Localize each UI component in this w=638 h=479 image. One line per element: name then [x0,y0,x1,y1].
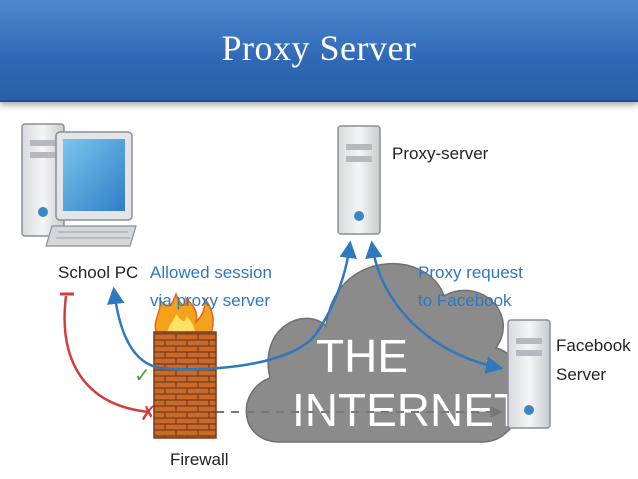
school-pc-label: School PC [58,263,138,282]
proxy-server-label: Proxy-server [392,144,489,163]
internet-label-line2: INTERNET [292,384,522,436]
firewall-label: Firewall [170,450,229,469]
allowed-session-label-line2: via proxy server [150,291,270,310]
proxy-server-icon [337,125,381,235]
facebook-server-label-line2: Server [556,365,606,384]
facebook-server-icon [507,319,551,429]
page-title: Proxy Server [221,28,417,68]
firewall-icon [153,291,217,439]
facebook-server-label-line1: Facebook [556,336,631,355]
proxy-request-label-line1: Proxy request [418,263,523,282]
title-bar: Proxy Server [0,0,638,102]
blocked-attempt-arrow [63,295,151,414]
proxy-request-arrow [365,240,504,374]
allowed-session-arrow [106,240,357,371]
school-pc-icon [21,123,137,247]
proxy-request-label-line2: to Facebook [418,291,512,310]
allowed-session-label-line1: Allowed session [150,263,272,282]
allowed-check-icon: ✓ [134,363,151,387]
blocked-x-icon: ✗ [140,401,157,425]
internet-label-line1: THE [316,330,408,382]
proxy-diagram: THE INTERNET School PC Proxy-server Face… [21,123,631,469]
